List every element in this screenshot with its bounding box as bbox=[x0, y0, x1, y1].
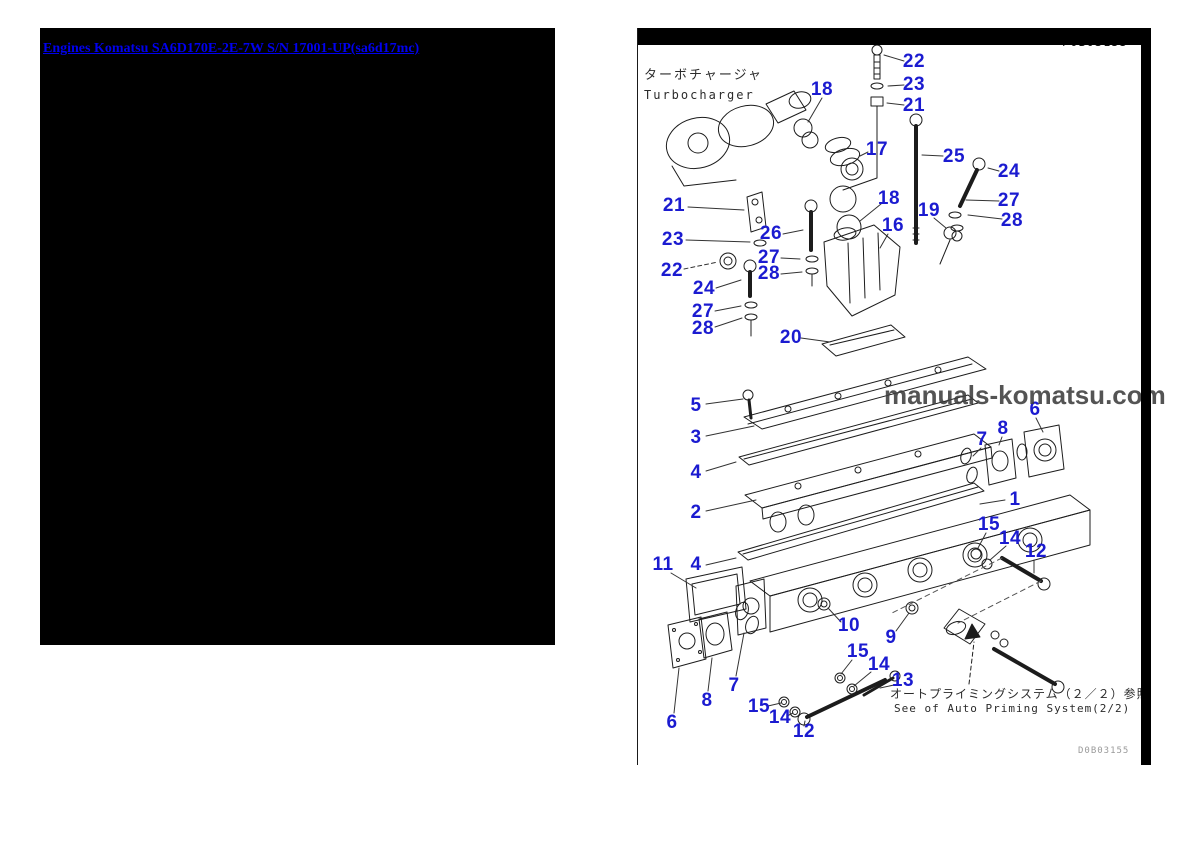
part-number-label: 20 bbox=[779, 327, 803, 348]
part-number-label: 1 bbox=[1009, 489, 1021, 510]
part-number-label: 7 bbox=[976, 429, 988, 450]
part-number-label: 17 bbox=[865, 139, 889, 160]
engine-model-link[interactable]: Engines Komatsu SA6D170E-2E-7W S/N 17001… bbox=[43, 41, 420, 56]
part-number-label: 23 bbox=[902, 74, 926, 95]
part-number-label: 3 bbox=[690, 427, 702, 448]
part-number-label: 18 bbox=[877, 188, 901, 209]
part-number-label: 23 bbox=[661, 229, 685, 250]
part-number-label: 14 bbox=[867, 654, 891, 675]
part-number-label: 7 bbox=[728, 675, 740, 696]
part-number-label: 6 bbox=[1029, 399, 1041, 420]
part-number-label: 4 bbox=[690, 554, 702, 575]
part-number-label: 26 bbox=[759, 223, 783, 244]
figure-code-bottom: D0B03155 bbox=[1078, 746, 1130, 756]
part-number-label: 24 bbox=[692, 278, 716, 299]
part-number-label: 15 bbox=[977, 514, 1001, 535]
part-number-label: 28 bbox=[691, 318, 715, 339]
parts-drawing bbox=[665, 44, 1091, 727]
part-number-label: 27 bbox=[757, 247, 781, 268]
turbocharger-title-jp: ターボチャージャ bbox=[644, 68, 763, 83]
part-number-label: 12 bbox=[792, 721, 816, 742]
part-number-label: 14 bbox=[998, 528, 1022, 549]
auto-priming-note-en: See of Auto Priming System(2/2) bbox=[894, 702, 1131, 716]
parts-diagram-frame: P0B03155 bbox=[637, 28, 1166, 765]
frame-top-bar bbox=[638, 28, 1151, 45]
part-number-label: 6 bbox=[666, 712, 678, 733]
part-number-label: 16 bbox=[881, 215, 905, 236]
frame-right-bar bbox=[1141, 28, 1151, 765]
turbocharger-title: ターボチャージャ Turbocharger bbox=[644, 66, 763, 104]
part-number-label: 13 bbox=[891, 670, 915, 691]
part-number-label: 5 bbox=[690, 395, 702, 416]
part-number-label: 4 bbox=[690, 462, 702, 483]
part-number-label: 8 bbox=[701, 690, 713, 711]
part-number-label: 21 bbox=[902, 95, 926, 116]
part-number-label: 25 bbox=[942, 146, 966, 167]
part-number-label: 19 bbox=[917, 200, 941, 221]
part-number-label: 24 bbox=[997, 161, 1021, 182]
part-number-label: 15 bbox=[846, 641, 870, 662]
part-number-label: 27 bbox=[997, 190, 1021, 211]
auto-priming-note-jp: オートプライミングシステム（２／２）参照 bbox=[890, 687, 1150, 701]
part-number-label: 12 bbox=[1024, 541, 1048, 562]
part-number-label: 18 bbox=[810, 79, 834, 100]
part-number-label: 14 bbox=[768, 707, 792, 728]
part-number-label: 28 bbox=[1000, 210, 1024, 231]
part-number-label: 15 bbox=[747, 696, 771, 717]
part-number-label: 22 bbox=[660, 260, 684, 281]
part-number-label: 10 bbox=[837, 615, 861, 636]
auto-priming-note: オートプライミングシステム（２／２）参照 See of Auto Priming… bbox=[890, 686, 1150, 717]
watermark: manuals-komatsu.com bbox=[884, 380, 1166, 410]
part-number-label: 28 bbox=[757, 263, 781, 284]
part-number-label: 27 bbox=[691, 301, 715, 322]
part-number-label: 11 bbox=[652, 554, 674, 575]
left-image-panel: Engines Komatsu SA6D170E-2E-7W S/N 17001… bbox=[40, 28, 555, 645]
part-number-label: 22 bbox=[902, 51, 926, 72]
part-number-label: 21 bbox=[662, 195, 686, 216]
turbocharger-art bbox=[665, 90, 812, 187]
turbocharger-title-en: Turbocharger bbox=[644, 87, 755, 102]
part-number-label: 2 bbox=[690, 502, 702, 523]
part-number-label: 8 bbox=[997, 418, 1009, 439]
part-number-label: 9 bbox=[885, 627, 897, 648]
